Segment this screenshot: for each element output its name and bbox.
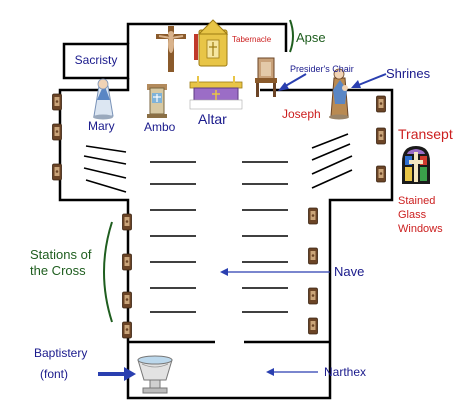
station-plaque-icon	[52, 163, 62, 181]
altar-label: Altar	[198, 111, 227, 127]
font-label: (font)	[40, 367, 68, 381]
stained-glass-label-line1: Stained	[398, 195, 435, 207]
stained-glass-label-line3: Windows	[398, 223, 443, 235]
station-plaque-icon	[376, 95, 386, 113]
pew	[83, 155, 127, 165]
stations-bracket	[103, 221, 113, 323]
joseph-statue-icon	[329, 68, 349, 120]
station-plaque-icon	[52, 93, 62, 111]
presiders-chair-label: Presider's Chair	[290, 64, 354, 74]
narthex-label: Narthex	[324, 365, 366, 379]
pew	[85, 145, 127, 153]
nave-label: Nave	[334, 264, 364, 279]
station-plaque-icon	[122, 291, 132, 309]
sacristy-label: Sacristy	[75, 53, 118, 67]
baptistery-label: Baptistery	[34, 346, 87, 360]
tabernacle-label: Tabernacle	[232, 35, 272, 44]
apse-label: Apse	[296, 30, 326, 45]
stained-glass-window-icon	[402, 146, 430, 184]
baptismal-font-icon	[137, 355, 173, 394]
transept-label: Transept	[398, 126, 453, 142]
mary-statue-icon	[93, 78, 114, 120]
station-plaque-icon	[308, 247, 318, 265]
station-plaque-icon	[308, 287, 318, 305]
altar-icon	[189, 76, 243, 110]
labels: Sacristy Apse Tabernacle Presider's Chai…	[30, 30, 453, 381]
crucifix-icon	[156, 26, 186, 72]
apse-bracket	[289, 19, 294, 53]
ambo-label: Ambo	[144, 120, 176, 134]
tabernacle-icon	[194, 19, 229, 67]
pew	[83, 167, 127, 179]
shrines-label: Shrines	[386, 66, 431, 81]
mary-label: Mary	[88, 119, 115, 133]
right-wall	[260, 88, 394, 342]
pew	[311, 155, 353, 175]
stations-label-line1: Stations of	[30, 247, 92, 262]
pew	[311, 133, 349, 149]
stained-glass-label-line2: Glass	[398, 209, 427, 221]
station-plaque-icon	[308, 207, 318, 225]
pew	[85, 179, 127, 193]
pew	[311, 143, 351, 161]
station-plaque-icon	[52, 123, 62, 141]
pews	[83, 133, 353, 313]
station-plaque-icon	[308, 317, 318, 335]
ambo-icon	[147, 84, 167, 118]
pew	[311, 169, 353, 189]
shrines-arrow	[355, 73, 387, 87]
station-plaque-icon	[376, 127, 386, 145]
joseph-label: Joseph	[282, 107, 321, 121]
apse-wall	[126, 22, 288, 52]
station-plaque-icon	[122, 213, 132, 231]
station-plaque-icon	[376, 165, 386, 183]
presiders-chair-icon	[255, 57, 277, 97]
stations-label-line2: the Cross	[30, 263, 86, 278]
annotation-arrows	[98, 19, 387, 381]
station-plaque-icon	[122, 321, 132, 339]
station-plaque-icon	[122, 253, 132, 271]
sacristy-room	[62, 42, 130, 80]
